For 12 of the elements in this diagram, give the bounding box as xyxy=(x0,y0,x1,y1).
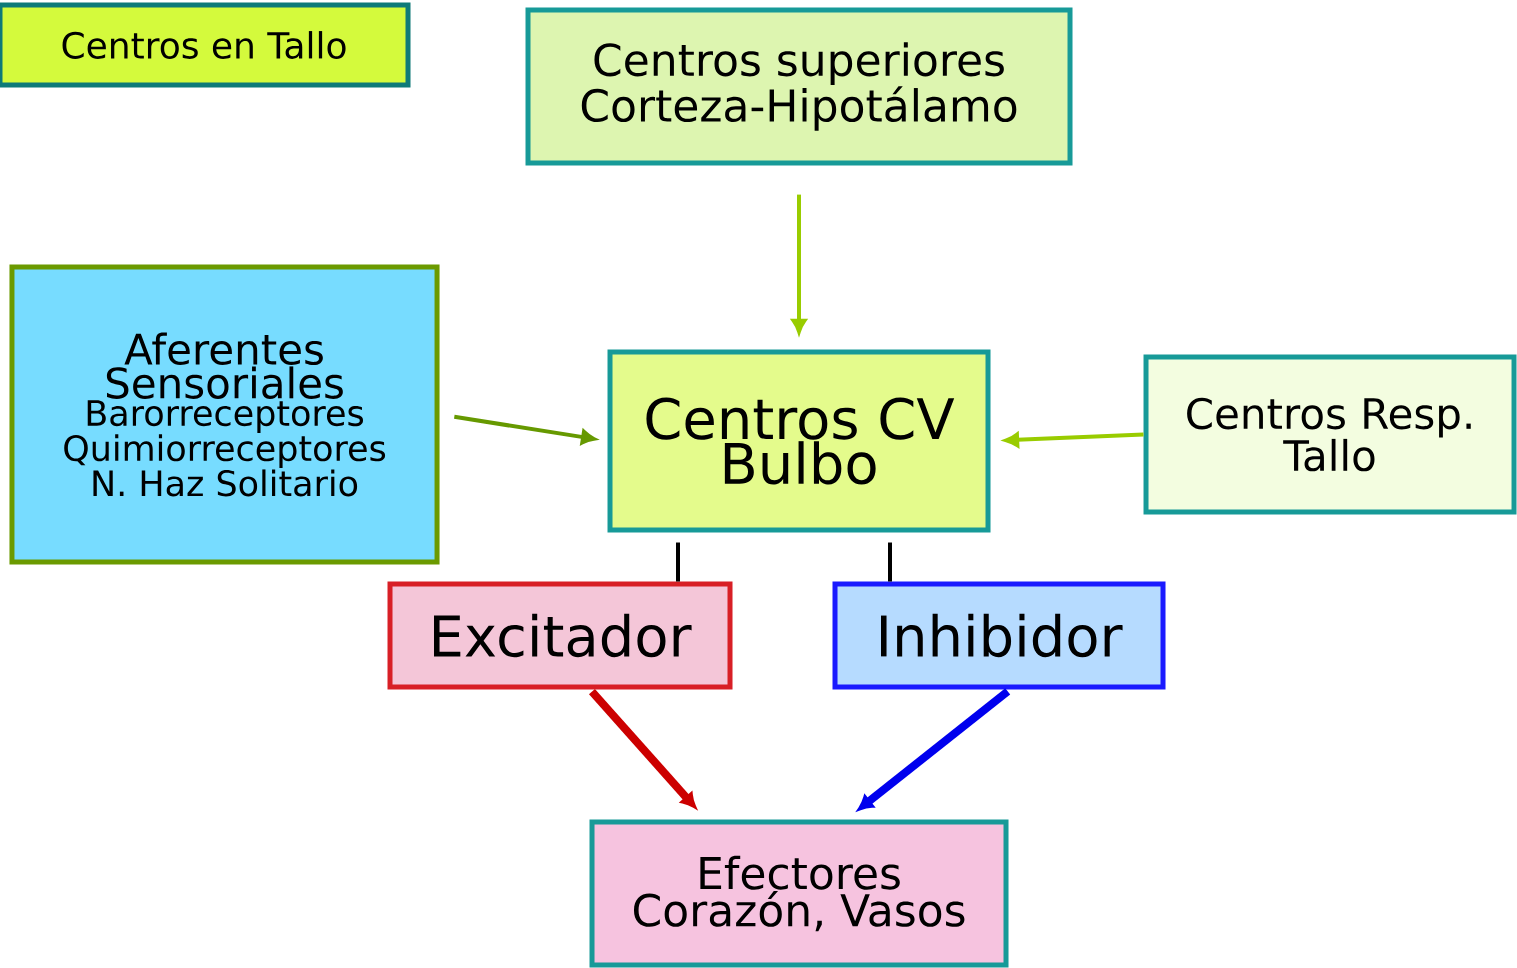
connector-line xyxy=(676,542,680,582)
label-box: Centros en Tallo xyxy=(0,2,411,88)
process-box: Centros CV Bulbo xyxy=(607,349,991,533)
arrow xyxy=(589,689,696,809)
process-box: Excitador xyxy=(387,581,733,690)
arrow xyxy=(858,688,1011,811)
connector-line xyxy=(888,542,892,582)
process-box: Centros superiores Corteza-Hipotálamo xyxy=(525,7,1073,166)
process-box: Inhibidor xyxy=(832,581,1166,690)
process-box: Aferentes Sensoriales Barorreceptores Quimiorreceptores N. Haz Solitario xyxy=(9,264,440,565)
process-box: Centros Resp. Tallo xyxy=(1143,354,1517,515)
process-box: Efectores Corazón, Vasos xyxy=(589,819,1009,968)
